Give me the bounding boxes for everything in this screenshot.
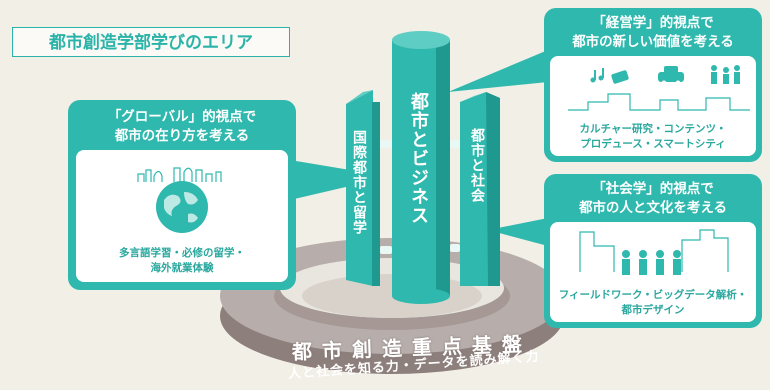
- card-business-perspective: 「経営学」的視点で 都市の新しい価値を考える: [544, 8, 762, 162]
- card-global-caption-line1: 多言語学習・必修の留学・: [119, 247, 245, 259]
- card-sociology-perspective: 「社会学」的視点で 都市の人と文化を考える フィールドワーク・ビッグデータ解析・…: [544, 174, 762, 328]
- connector-bottom-right: [488, 218, 548, 246]
- people-icon: [622, 250, 681, 275]
- card-business-title-line1: 「経営学」的視点で: [592, 15, 714, 31]
- ticket-icon: [611, 70, 629, 84]
- pillar-right-shape: [460, 92, 500, 286]
- card-business-panel: カルチャー研究・コンテンツ・ プロデュース・スマートシティ: [550, 56, 756, 156]
- connector-left: [290, 160, 350, 200]
- city-skyline-icon: [137, 167, 222, 182]
- connector-top-right: [448, 50, 548, 92]
- card-sociology-title-line1: 「社会学」的視点で: [592, 181, 714, 197]
- area-title: 都市創造学部学びのエリア: [12, 27, 290, 57]
- pillar-center-shape: [392, 31, 450, 304]
- pillar-label-global: 国際都市と留学: [351, 130, 367, 235]
- people-icon: [711, 65, 740, 84]
- card-business-title-line2: 都市の新しい価値を考える: [572, 34, 734, 50]
- pillar-label-business: 都市とビジネス: [408, 92, 429, 225]
- business-icons: [568, 65, 750, 111]
- card-sociology-title-line2: 都市の人と文化を考える: [578, 200, 728, 216]
- card-global-caption-line2: 海外就業体験: [150, 262, 214, 274]
- car-icon: [658, 66, 684, 86]
- card-sociology-caption-line2: 都市デザイン: [621, 304, 685, 316]
- card-sociology-panel: フィールドワーク・ビッグデータ解析・ 都市デザイン: [550, 222, 756, 322]
- card-global-title-line1: 「グローバル」的視点で: [107, 109, 257, 125]
- card-global-title-line2: 都市の在り方を考える: [114, 128, 250, 144]
- card-global-panel: 多言語学習・必修の留学・ 海外就業体験: [76, 150, 288, 282]
- pillar-label-society: 都市と社会: [469, 128, 485, 203]
- city-skyline-icon: [579, 229, 729, 272]
- globe-icon: [137, 167, 222, 233]
- community-icons: [579, 229, 729, 275]
- pillar-left-shape: [346, 90, 380, 286]
- city-skyline-icon: [568, 93, 750, 111]
- card-business-caption-line2: プロデュース・スマートシティ: [580, 138, 726, 150]
- card-business-caption-line1: カルチャー研究・コンテンツ・: [579, 123, 727, 135]
- music-note-icon: [590, 68, 604, 83]
- card-global-perspective: 「グローバル」的視点で 都市の在り方を考える 多言語学習・必修の留学・ 海外就業…: [68, 100, 296, 290]
- card-sociology-caption-line1: フィールドワーク・ビッグデータ解析・: [558, 289, 748, 301]
